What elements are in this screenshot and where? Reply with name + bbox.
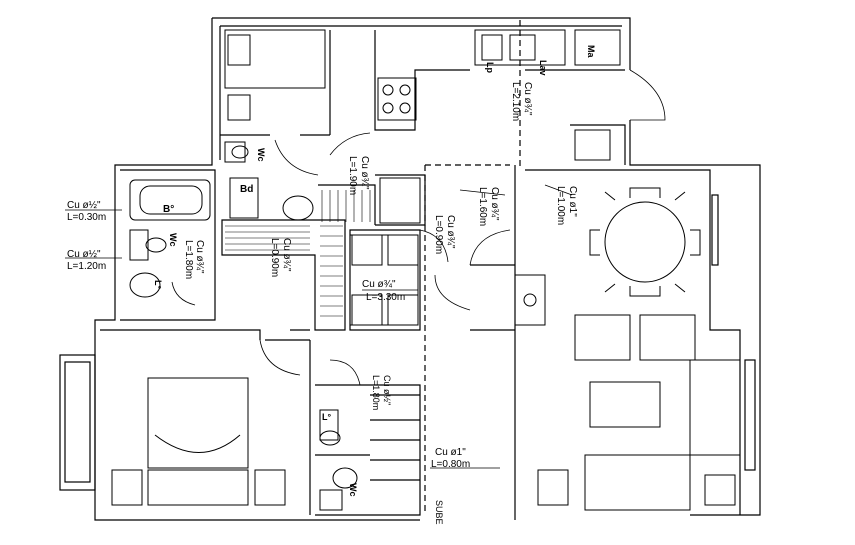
lavatory-label-1: L° [153,280,163,289]
walls [59,17,761,521]
pipe-p7-size: Cu ø¾" [489,187,500,221]
stairs-up-label: SUBE [434,500,444,525]
laundry-label: Ma [586,45,596,58]
pipe-p4-length: L=0.90m [269,238,280,277]
stair-hatching [225,190,371,317]
wc-label-1: Wc [168,233,178,247]
lavatory-label-3: L° [322,412,331,422]
pipe-p11-length: L=1.80m [371,375,381,410]
pipe-p4-size: Cu ø¾" [281,238,292,272]
pipe-p10-length: L=3.30m [366,292,405,303]
pipe-p11-size: Cu ø½" [382,375,392,405]
pipe-p10-size: Cu ø¾" [362,279,396,290]
pipe-p6-size: Cu ø¾" [445,215,456,249]
kitchen-lp-label: Lp [485,62,495,73]
door-arcs [171,69,666,386]
pipe-p2-size: Cu ø½" [67,249,101,260]
pipe-p5-length: L=1.90m [347,156,358,195]
pipe-p8-size: Cu ø1" [567,186,578,217]
furniture [111,29,741,511]
bidet-label: Bd [240,184,253,195]
pipe-p1-length: L=0.30m [67,212,106,223]
wc-label-2: Wc [256,148,266,162]
pipe-p9-length: L=2.10m [510,82,521,121]
fixture-labels: B° Wc L° Wc Bd L° Wc Lp Lav Ma SUBE [153,45,596,525]
pipe-labels: Cu ø½" L=0.30m Cu ø½" L=1.20m Cu ø¾" L=1… [67,82,578,470]
pipe-p3-length: L=1.80m [183,240,194,279]
pipe-p12-size: Cu ø1" [435,447,466,458]
pipe-p3-size: Cu ø¾" [194,240,205,274]
kitchen-lav-label: Lav [538,60,548,76]
pipe-p9-size: Cu ø¾" [522,82,533,116]
pipe-p12-length: L=0.80m [431,459,470,470]
leader-lines [65,184,573,469]
pipe-p2-length: L=1.20m [67,261,106,272]
pipe-p5-size: Cu ø¾" [359,156,370,190]
wc-label-3: Wc [348,483,358,497]
pipe-p6-length: L=0.90m [433,215,444,254]
pipe-p8-length: L=1.00m [555,186,566,225]
pipe-p7-length: L=1.60m [477,187,488,226]
bathtub-label: B° [163,204,174,215]
pipe-p1-size: Cu ø½" [67,200,101,211]
